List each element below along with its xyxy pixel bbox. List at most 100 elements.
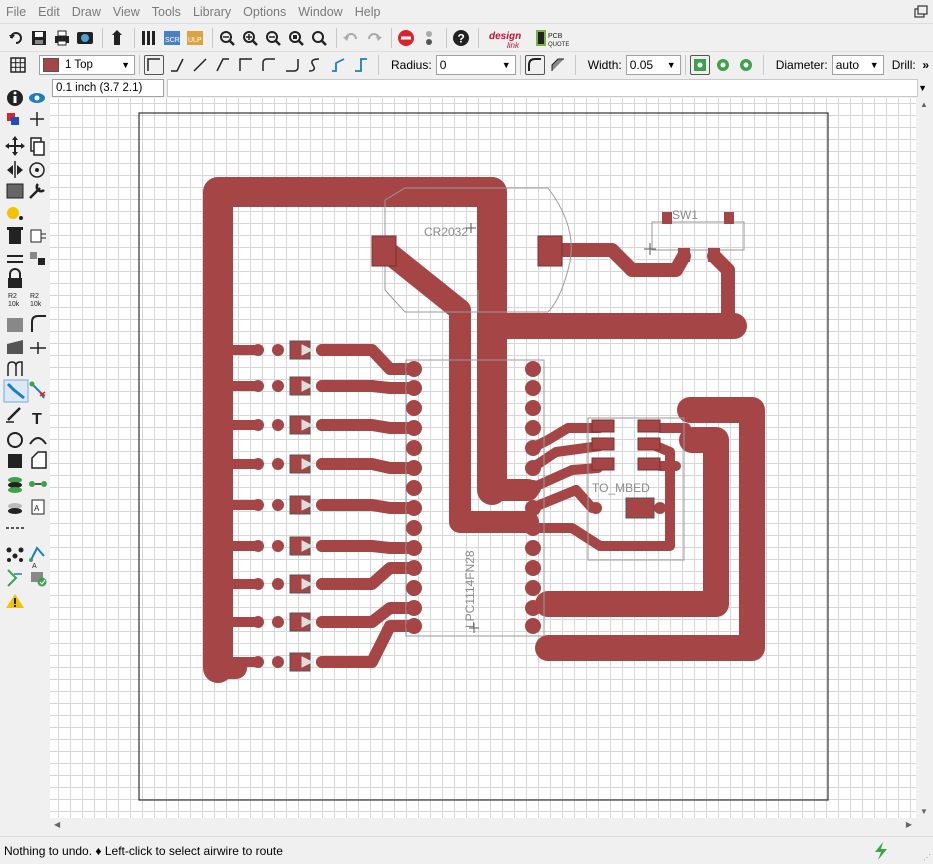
menu-options[interactable]: Options <box>243 4 287 19</box>
redo-icon[interactable] <box>364 28 384 48</box>
lock-icon[interactable] <box>8 268 22 288</box>
scroll-down-arrow-icon[interactable]: ▼ <box>920 807 928 816</box>
via-round-icon[interactable] <box>713 55 733 75</box>
wire-icon[interactable] <box>6 407 21 423</box>
wire-bend-8-icon[interactable] <box>328 55 348 75</box>
signal-icon[interactable] <box>29 481 47 487</box>
rotate-icon[interactable] <box>29 162 45 178</box>
print-icon[interactable] <box>52 28 72 48</box>
window-restore-icon[interactable] <box>909 4 933 20</box>
display-layers-icon[interactable] <box>7 113 19 125</box>
cam-icon[interactable] <box>75 28 95 48</box>
toolbar-overflow-button[interactable]: » <box>922 57 929 72</box>
wire-bend-1-icon[interactable] <box>167 55 187 75</box>
wire-bend-3-icon[interactable] <box>213 55 233 75</box>
via-octagon-icon[interactable] <box>736 55 756 75</box>
help-icon[interactable]: ? <box>451 28 471 48</box>
zoom-select-icon[interactable] <box>286 28 306 48</box>
menu-view[interactable]: View <box>112 4 140 19</box>
miter-round-icon[interactable] <box>524 54 545 75</box>
wire-bend-9-icon[interactable] <box>351 55 371 75</box>
wire-bend-5-icon[interactable] <box>259 55 279 75</box>
ripup-icon[interactable] <box>7 361 23 376</box>
group-icon[interactable] <box>6 183 24 199</box>
wire-bend-4-icon[interactable] <box>236 55 256 75</box>
scroll-right-arrow-icon[interactable]: ▶ <box>905 820 912 829</box>
zoom-in-icon[interactable] <box>240 28 260 48</box>
ulp-icon[interactable]: ULP <box>185 28 205 48</box>
board-canvas[interactable]: CR2032 SW1 TO_MBED LPC1114FN28 <box>50 98 916 818</box>
command-history-chevron-icon[interactable]: ▼ <box>918 82 927 93</box>
menu-file[interactable]: File <box>6 4 27 19</box>
open-icon[interactable] <box>6 28 26 48</box>
radius-select[interactable]: 0 ▼ <box>435 54 516 75</box>
attribute-icon[interactable]: A <box>31 499 45 515</box>
zoom-redraw-icon[interactable] <box>309 28 329 48</box>
grid-icon[interactable] <box>8 55 28 75</box>
miter-straight-icon[interactable] <box>548 55 568 75</box>
drc-icon[interactable] <box>31 572 47 587</box>
wire-bend-2-icon[interactable] <box>190 55 210 75</box>
stop-icon[interactable] <box>396 28 416 48</box>
add-icon[interactable] <box>30 229 46 243</box>
via-icon[interactable] <box>8 477 22 493</box>
pinswap-icon[interactable] <box>7 255 23 263</box>
scroll-left-arrow-icon[interactable]: ◀ <box>54 820 61 829</box>
wire-bend-0-icon[interactable] <box>144 54 164 75</box>
circle-icon[interactable] <box>7 432 23 448</box>
ratsnest-icon[interactable] <box>6 547 24 563</box>
via-square-icon[interactable] <box>689 54 710 75</box>
split-icon[interactable] <box>7 318 23 332</box>
wire-bend-7-icon[interactable] <box>305 55 325 75</box>
hole-icon[interactable] <box>8 503 22 514</box>
mirror-icon[interactable] <box>7 161 23 178</box>
erc-icon[interactable] <box>7 569 22 587</box>
optimize-icon[interactable] <box>7 340 23 354</box>
horizontal-scrollbar[interactable]: ◀ ▶ <box>50 818 916 834</box>
undo-icon[interactable] <box>341 28 361 48</box>
change-icon[interactable] <box>29 183 45 199</box>
autoroute-all-icon[interactable]: A <box>29 546 45 570</box>
menu-tools[interactable]: Tools <box>151 4 181 19</box>
copy-icon[interactable] <box>30 137 45 156</box>
run-ulp-icon[interactable]: SCR <box>162 28 182 48</box>
width-select[interactable]: 0.05 ▼ <box>625 54 681 75</box>
move-icon[interactable] <box>5 136 25 156</box>
rect-icon[interactable] <box>8 454 22 468</box>
menu-library[interactable]: Library <box>192 4 232 19</box>
show-icon[interactable] <box>29 93 45 103</box>
save-icon[interactable] <box>29 28 49 48</box>
diameter-select[interactable]: auto ▼ <box>831 54 884 75</box>
mark-icon[interactable] <box>30 112 44 126</box>
wire-bend-6-icon[interactable] <box>282 55 302 75</box>
arc-icon[interactable] <box>29 437 47 445</box>
board-icon[interactable] <box>107 28 127 48</box>
info-icon[interactable] <box>7 90 23 106</box>
polygon-icon[interactable] <box>31 451 47 469</box>
meander-icon[interactable] <box>30 342 46 354</box>
script-icon[interactable] <box>139 28 159 48</box>
text-icon[interactable]: T <box>32 411 42 428</box>
go-icon[interactable] <box>419 28 439 48</box>
lightning-icon[interactable] <box>872 841 890 864</box>
menu-draw[interactable]: Draw <box>71 4 101 19</box>
menu-edit[interactable]: Edit <box>38 4 60 19</box>
zoom-fit-icon[interactable] <box>217 28 237 48</box>
route-icon[interactable] <box>3 379 29 403</box>
scroll-up-arrow-icon[interactable]: ▲ <box>920 100 928 109</box>
zoom-out-icon[interactable] <box>263 28 283 48</box>
replace-icon[interactable] <box>30 252 45 265</box>
miter-icon[interactable] <box>31 315 46 332</box>
command-line-input[interactable] <box>167 78 919 97</box>
paste-icon[interactable] <box>7 207 23 220</box>
menu-window[interactable]: Window <box>298 4 343 19</box>
autorouter-icon[interactable] <box>29 381 46 399</box>
vertical-scrollbar[interactable]: ▲ ▼ <box>916 98 933 818</box>
warning-icon[interactable] <box>6 594 24 608</box>
delete-icon[interactable] <box>7 227 23 244</box>
layer-select[interactable]: 1 Top ▼ <box>39 54 135 75</box>
menu-help[interactable]: Help <box>354 4 381 19</box>
